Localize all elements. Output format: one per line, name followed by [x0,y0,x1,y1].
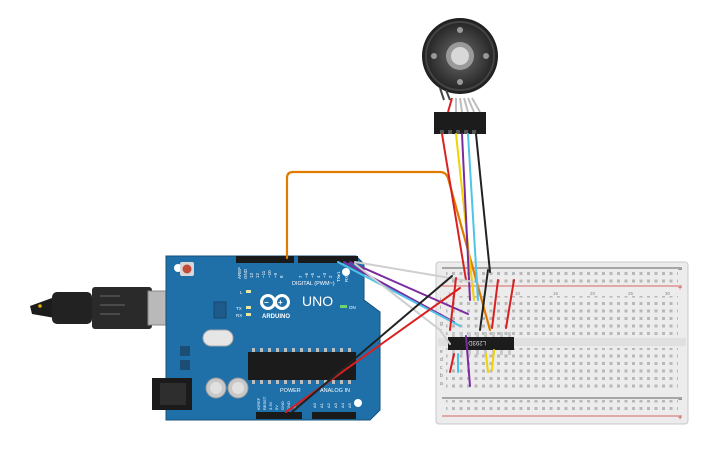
row-letter: a [440,381,443,387]
row-letter: c [440,365,443,371]
rx-led-label: RX [236,313,242,318]
pin-label: RX◂0 [344,270,349,282]
wire-red-encoder[interactable] [441,133,467,281]
analog-pin-label: A5 [347,402,352,408]
wire-black-power[interactable] [291,275,453,413]
jumper-red[interactable] [505,279,515,329]
column-number: 1 [448,291,451,296]
analog-label: ANALOG IN [320,388,350,394]
column-number: 25 [628,291,634,296]
jumper-yellow[interactable] [485,353,489,373]
jumper-black[interactable] [479,269,489,331]
pin-label: ~5 [310,272,315,278]
digital-header-right[interactable] [298,256,358,263]
power-pin-label: RESET [262,396,267,410]
column-number: 10 [515,291,521,296]
pin-label: ~9 [273,272,278,278]
l-led-label: L [240,290,243,295]
pin-label: ~3 [322,272,327,278]
pin-label: 4 [316,275,321,278]
wire-purple[interactable] [343,261,455,323]
pin-label: 2 [328,275,333,278]
wire-purple-encoder[interactable] [461,133,471,301]
wire-orange[interactable] [285,170,492,332]
aref-label: AREF [237,267,242,279]
usb-cable [30,287,179,329]
power-pin-label: 5V [274,405,279,410]
arduino-uno-board: AREF GND 13 12 ~11 ~10 ~9 8 7 ~6 ~5 4 ~3… [152,255,381,421]
jumper-red[interactable] [449,353,455,373]
breadboard: − + − + j i h g f e d c b a 1 5 10 15 20… [435,261,689,425]
pin-label: 13 [249,272,254,278]
wire-white[interactable] [354,261,475,345]
analog-pin-label: A0 [312,402,317,408]
wires [285,133,515,413]
rail-minus-label: − [678,397,682,404]
chip-label: L293D [468,339,486,345]
brand-label: ARDUINO [262,314,290,320]
power-pin-label: GND [286,401,291,410]
column-number: 15 [553,291,559,296]
analog-header[interactable] [312,412,356,419]
analog-pin-label: A1 [319,402,324,408]
pin-label: ~6 [304,272,309,278]
column-number: 30 [665,291,671,296]
pin-label: 12 [255,272,260,278]
power-label: POWER [280,388,301,394]
jumper-purple[interactable] [465,335,471,387]
pin-label: 7 [298,275,303,278]
analog-pin-label: A2 [326,402,331,408]
row-letter: b [440,373,443,379]
gnd-label: GND [243,268,248,279]
jumper-red[interactable] [491,279,499,329]
power-pin-label: 3.3V [268,401,273,410]
analog-pin-label: A3 [333,402,338,408]
analog-pin-label: A4 [340,402,345,408]
column-number: 20 [590,291,596,296]
model-label: UNO [302,293,333,309]
pin-label: ~10 [267,270,272,278]
on-led-label: ON [349,305,356,310]
jumper-red[interactable] [449,277,457,331]
tx-led-label: TX [236,306,242,311]
digital-label: DIGITAL (PWM~) [292,281,335,287]
pin-label: ~11 [261,270,266,278]
encoder-connector[interactable] [434,112,486,134]
power-pin-label: IOREF [256,397,261,410]
wire-black-encoder[interactable] [475,133,491,273]
pin-label: TX▸1 [336,271,341,282]
power-header[interactable] [256,412,302,419]
atmega-chip [248,352,356,380]
svg-text:−: − [264,298,269,307]
arduino-logo-icon [260,294,290,310]
power-pin-label: GND [280,401,285,410]
wire-cyan[interactable] [337,261,461,327]
pin-label: 8 [279,275,284,278]
motor-encoder [422,18,498,134]
wire-cyan-encoder[interactable] [467,133,479,301]
rail-plus-label: + [678,415,682,422]
digital-header-left[interactable] [236,256,294,263]
wire-purple[interactable] [349,261,469,315]
row-letter: g [440,321,443,327]
row-letter: e [440,349,443,355]
row-letter: j [439,297,441,303]
row-letter: d [440,357,443,363]
svg-text:+: + [278,298,283,307]
rail-plus-label: + [678,285,682,292]
jumper-yellow[interactable] [491,349,495,371]
row-letter: i [440,305,441,311]
rail-minus-label: − [678,267,682,274]
